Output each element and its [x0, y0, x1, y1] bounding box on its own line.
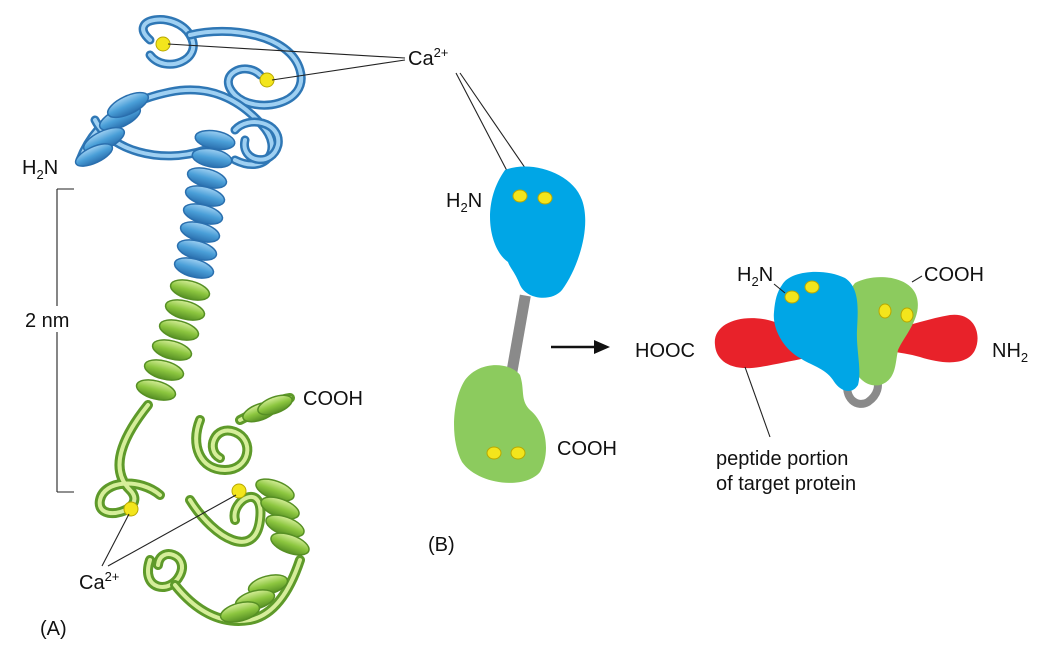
n-terminal-helix-coils: [74, 91, 236, 169]
scale-bracket: [20, 188, 80, 493]
c-terminus-label-a: COOH: [303, 388, 363, 410]
calcium-leader-lines: [101, 43, 406, 567]
c-terminus-label-b: COOH: [557, 438, 617, 460]
calcium-ion: [486, 446, 502, 460]
peptide-caption-line1: peptide portion: [716, 448, 848, 470]
arrow-icon: [551, 340, 610, 354]
panel-a-label: (A): [40, 618, 67, 640]
calcium-ion: [878, 303, 892, 319]
calcium-ion: [512, 189, 528, 203]
free-calmodulin: [454, 166, 586, 483]
n-terminal-domain: [490, 166, 586, 298]
bound-complex: [714, 271, 978, 408]
peptide-right-label: NH2: [992, 340, 1028, 365]
bound-c-terminus-label: COOH: [924, 264, 984, 286]
c-terminal-domain: [846, 277, 918, 386]
panel-a: 2 nm H2N COOH Ca2+ Ca2+ (A): [20, 15, 448, 640]
calcium-ion: [123, 501, 139, 517]
linker: [504, 294, 531, 386]
c-terminal-domain: [454, 365, 546, 483]
calcium-label-bottom: Ca2+: [79, 569, 119, 594]
calcium-label-top: Ca2+: [408, 45, 448, 70]
calcium-ion: [510, 446, 526, 460]
calcium-ion: [259, 72, 275, 88]
calcium-ion: [155, 36, 171, 52]
calcium-ion: [784, 290, 800, 304]
calcium-ion: [231, 483, 247, 499]
bound-n-terminus-label: H2N: [737, 264, 773, 289]
calcium-ion: [900, 307, 914, 323]
n-terminus-leader: [773, 283, 786, 294]
n-terminus-label-b: H2N: [446, 190, 482, 215]
peptide-left-label: HOOC: [635, 340, 695, 362]
peptide-caption-line2: of target protein: [716, 473, 856, 495]
panel-b-label: (B): [428, 534, 455, 556]
c-terminal-lobe-ribbon: [94, 393, 305, 626]
panel-b: H2N COOH H2N COOH HOOC NH2 peptide porti…: [428, 72, 1028, 556]
calcium-ion: [537, 191, 553, 205]
calcium-ion: [804, 280, 820, 294]
n-terminus-label-a: H2N: [22, 157, 58, 182]
scale-label: 2 nm: [25, 310, 69, 332]
central-helix: [135, 167, 228, 401]
c-terminal-helix-coils: [219, 394, 310, 623]
peptide-leader: [744, 366, 771, 438]
c-terminus-leader: [911, 275, 923, 283]
